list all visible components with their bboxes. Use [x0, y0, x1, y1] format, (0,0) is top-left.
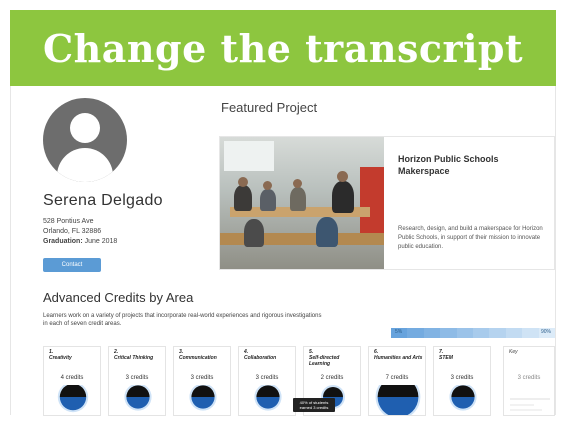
credit-gauge	[254, 385, 282, 411]
credit-gauge	[375, 385, 421, 415]
student-name: Serena Delgado	[43, 192, 163, 209]
banner-title: Change the transcript	[42, 25, 524, 71]
credit-area-number: 4.	[244, 349, 249, 355]
contact-button[interactable]: Contact	[43, 258, 101, 272]
credit-gauge	[189, 385, 217, 411]
credit-area-card[interactable]: 3.Communication 3 credits	[173, 346, 231, 416]
credit-area-number: 7.	[439, 349, 444, 355]
credits-heading: Advanced Credits by Area	[43, 290, 194, 305]
credit-gauge	[449, 385, 477, 411]
avatar-icon	[43, 98, 127, 182]
credit-area-title: Communication	[179, 355, 217, 361]
credit-area-number: 3.	[179, 349, 184, 355]
gauge-fill	[256, 397, 280, 409]
credit-area-card[interactable]: 1.Creativity 4 credits	[43, 346, 101, 416]
featured-project-heading: Featured Project	[221, 100, 318, 115]
gauge-top	[126, 385, 150, 397]
key-credits: 3 credits	[517, 375, 541, 381]
credit-gauge	[57, 385, 89, 413]
credits-description: Learners work on a variety of projects t…	[43, 313, 322, 327]
credit-area-card[interactable]: 6.Humanities and Arts 7 credits	[368, 346, 426, 416]
project-photo	[220, 137, 384, 269]
credit-area-number: 5.	[309, 349, 314, 355]
graduation-line: Graduation: June 2018	[43, 238, 117, 245]
credit-area-title: Critical Thinking	[114, 355, 154, 361]
credit-area-title: Creativity	[49, 355, 72, 361]
credit-area-title: Collaboration	[244, 355, 277, 361]
graduation-label: Graduation:	[43, 238, 83, 245]
gauge-top	[59, 385, 87, 397]
credit-area-card[interactable]: 7.STEM 3 credits	[433, 346, 491, 416]
credit-area-number: 6.	[374, 349, 379, 355]
credit-area-title: Self-directed Learning	[309, 355, 340, 367]
progress-start-label: 5%	[395, 329, 403, 335]
progress-segment	[505, 328, 523, 338]
progress-segment	[489, 328, 506, 338]
credit-count: 4 credits	[60, 375, 84, 381]
credit-area-card[interactable]: 4.Collaboration 3 credits	[238, 346, 296, 416]
gauge-fill	[126, 397, 150, 409]
key-title: Key	[509, 349, 518, 355]
gauge-fill	[451, 397, 475, 409]
address-line-2: Orlando, FL 32886	[43, 228, 102, 235]
transcript-page: Serena Delgado 528 Pontius Ave Orlando, …	[10, 86, 556, 416]
credit-gauge	[124, 385, 152, 411]
gauge-top	[256, 385, 280, 397]
credit-count: 2 credits	[320, 375, 344, 381]
credit-count: 3 credits	[255, 375, 279, 381]
credit-count: 3 credits	[125, 375, 149, 381]
credit-count: 7 credits	[385, 375, 409, 381]
progress-segment	[473, 328, 490, 338]
progress-segment	[407, 328, 424, 338]
credit-count: 3 credits	[450, 375, 474, 381]
gauge-top	[451, 385, 475, 397]
title-banner: Change the transcript	[10, 10, 556, 86]
credit-count: 3 credits	[190, 375, 214, 381]
progress-segment	[391, 328, 408, 338]
featured-project-card[interactable]: Horizon Public Schools Makerspace Resear…	[219, 136, 555, 270]
graduation-value: June 2018	[84, 238, 118, 245]
gauge-fill	[191, 397, 215, 409]
progress-segment	[522, 328, 539, 338]
project-description: Research, design, and build a makerspace…	[398, 226, 543, 250]
progress-segment	[440, 328, 457, 338]
credits-tooltip: 40% of students earned 3 credits	[293, 398, 335, 412]
address-line-1: 528 Pontius Ave	[43, 218, 94, 225]
gauge-top	[377, 385, 419, 397]
key-card: Key 3 credits	[503, 346, 555, 416]
credit-area-number: 2.	[114, 349, 119, 355]
credit-area-number: 1.	[49, 349, 54, 355]
progress-segment	[423, 328, 441, 338]
credit-area-title: Humanities and Arts	[374, 355, 423, 361]
gauge-top	[323, 387, 343, 397]
gauge-top	[191, 385, 215, 397]
project-title: Horizon Public Schools Makerspace	[398, 154, 499, 176]
credit-area-title: STEM	[439, 355, 453, 361]
gauge-fill	[59, 397, 87, 411]
progress-end-label: 90%	[540, 329, 551, 335]
progress-segment	[456, 328, 474, 338]
credit-area-card[interactable]: 2.Critical Thinking 3 credits	[108, 346, 166, 416]
gauge-fill	[377, 397, 419, 415]
progress-segment	[538, 328, 556, 338]
credits-progress-bar: 5% 90%	[391, 328, 556, 338]
